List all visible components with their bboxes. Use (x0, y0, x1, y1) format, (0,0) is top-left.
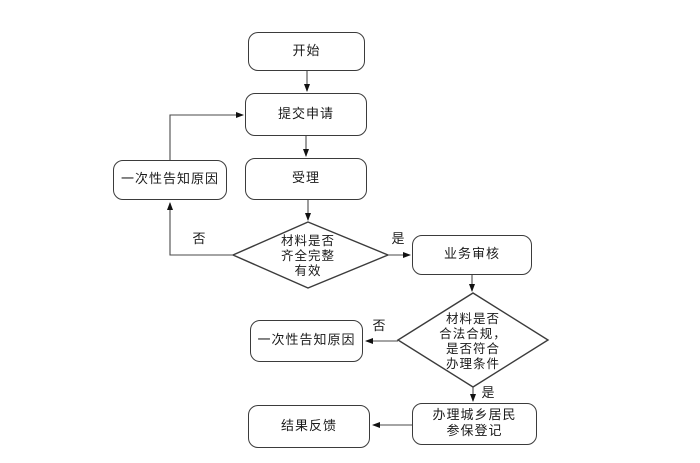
node-business-review-label: 业务审核 (443, 247, 500, 262)
node-start-label: 开始 (292, 43, 321, 59)
node-notify-reason-mid: 一次性告知原因 (250, 320, 363, 362)
node-notify-reason-top-label: 一次性告知原因 (120, 172, 219, 187)
node-result-feedback-label: 结果反馈 (280, 418, 337, 434)
edge-label-decision2-yes: 是 (481, 386, 495, 401)
node-register-insurance: 办理城乡居民 参保登记 (412, 403, 537, 445)
node-business-review: 业务审核 (412, 235, 532, 275)
edge-label-decision1-no: 否 (192, 232, 206, 247)
node-notify-reason-mid-label: 一次性告知原因 (257, 333, 356, 348)
edge-label-decision1-yes: 是 (391, 232, 405, 247)
node-accept-label: 受理 (291, 171, 320, 186)
node-submit-application-label: 提交申请 (277, 106, 334, 122)
decision-materials-complete-shape (231, 221, 390, 289)
connector-notify-to-submit (169, 112, 244, 160)
node-result-feedback: 结果反馈 (248, 405, 370, 448)
connector-decision1-no-to-notify (167, 202, 233, 256)
node-submit-application: 提交申请 (245, 93, 367, 136)
edge-label-decision2-no: 否 (372, 319, 386, 334)
node-register-insurance-label: 办理城乡居民 参保登记 (432, 408, 517, 439)
node-notify-reason-top: 一次性告知原因 (113, 160, 227, 200)
decision-materials-valid-label: 材料是否 合法合规， 是否符合 办理条件 (439, 310, 507, 371)
decision-materials-complete-label: 材料是否 齐全完整 有效 (280, 232, 335, 278)
node-accept: 受理 (245, 158, 367, 200)
node-start: 开始 (248, 32, 365, 71)
